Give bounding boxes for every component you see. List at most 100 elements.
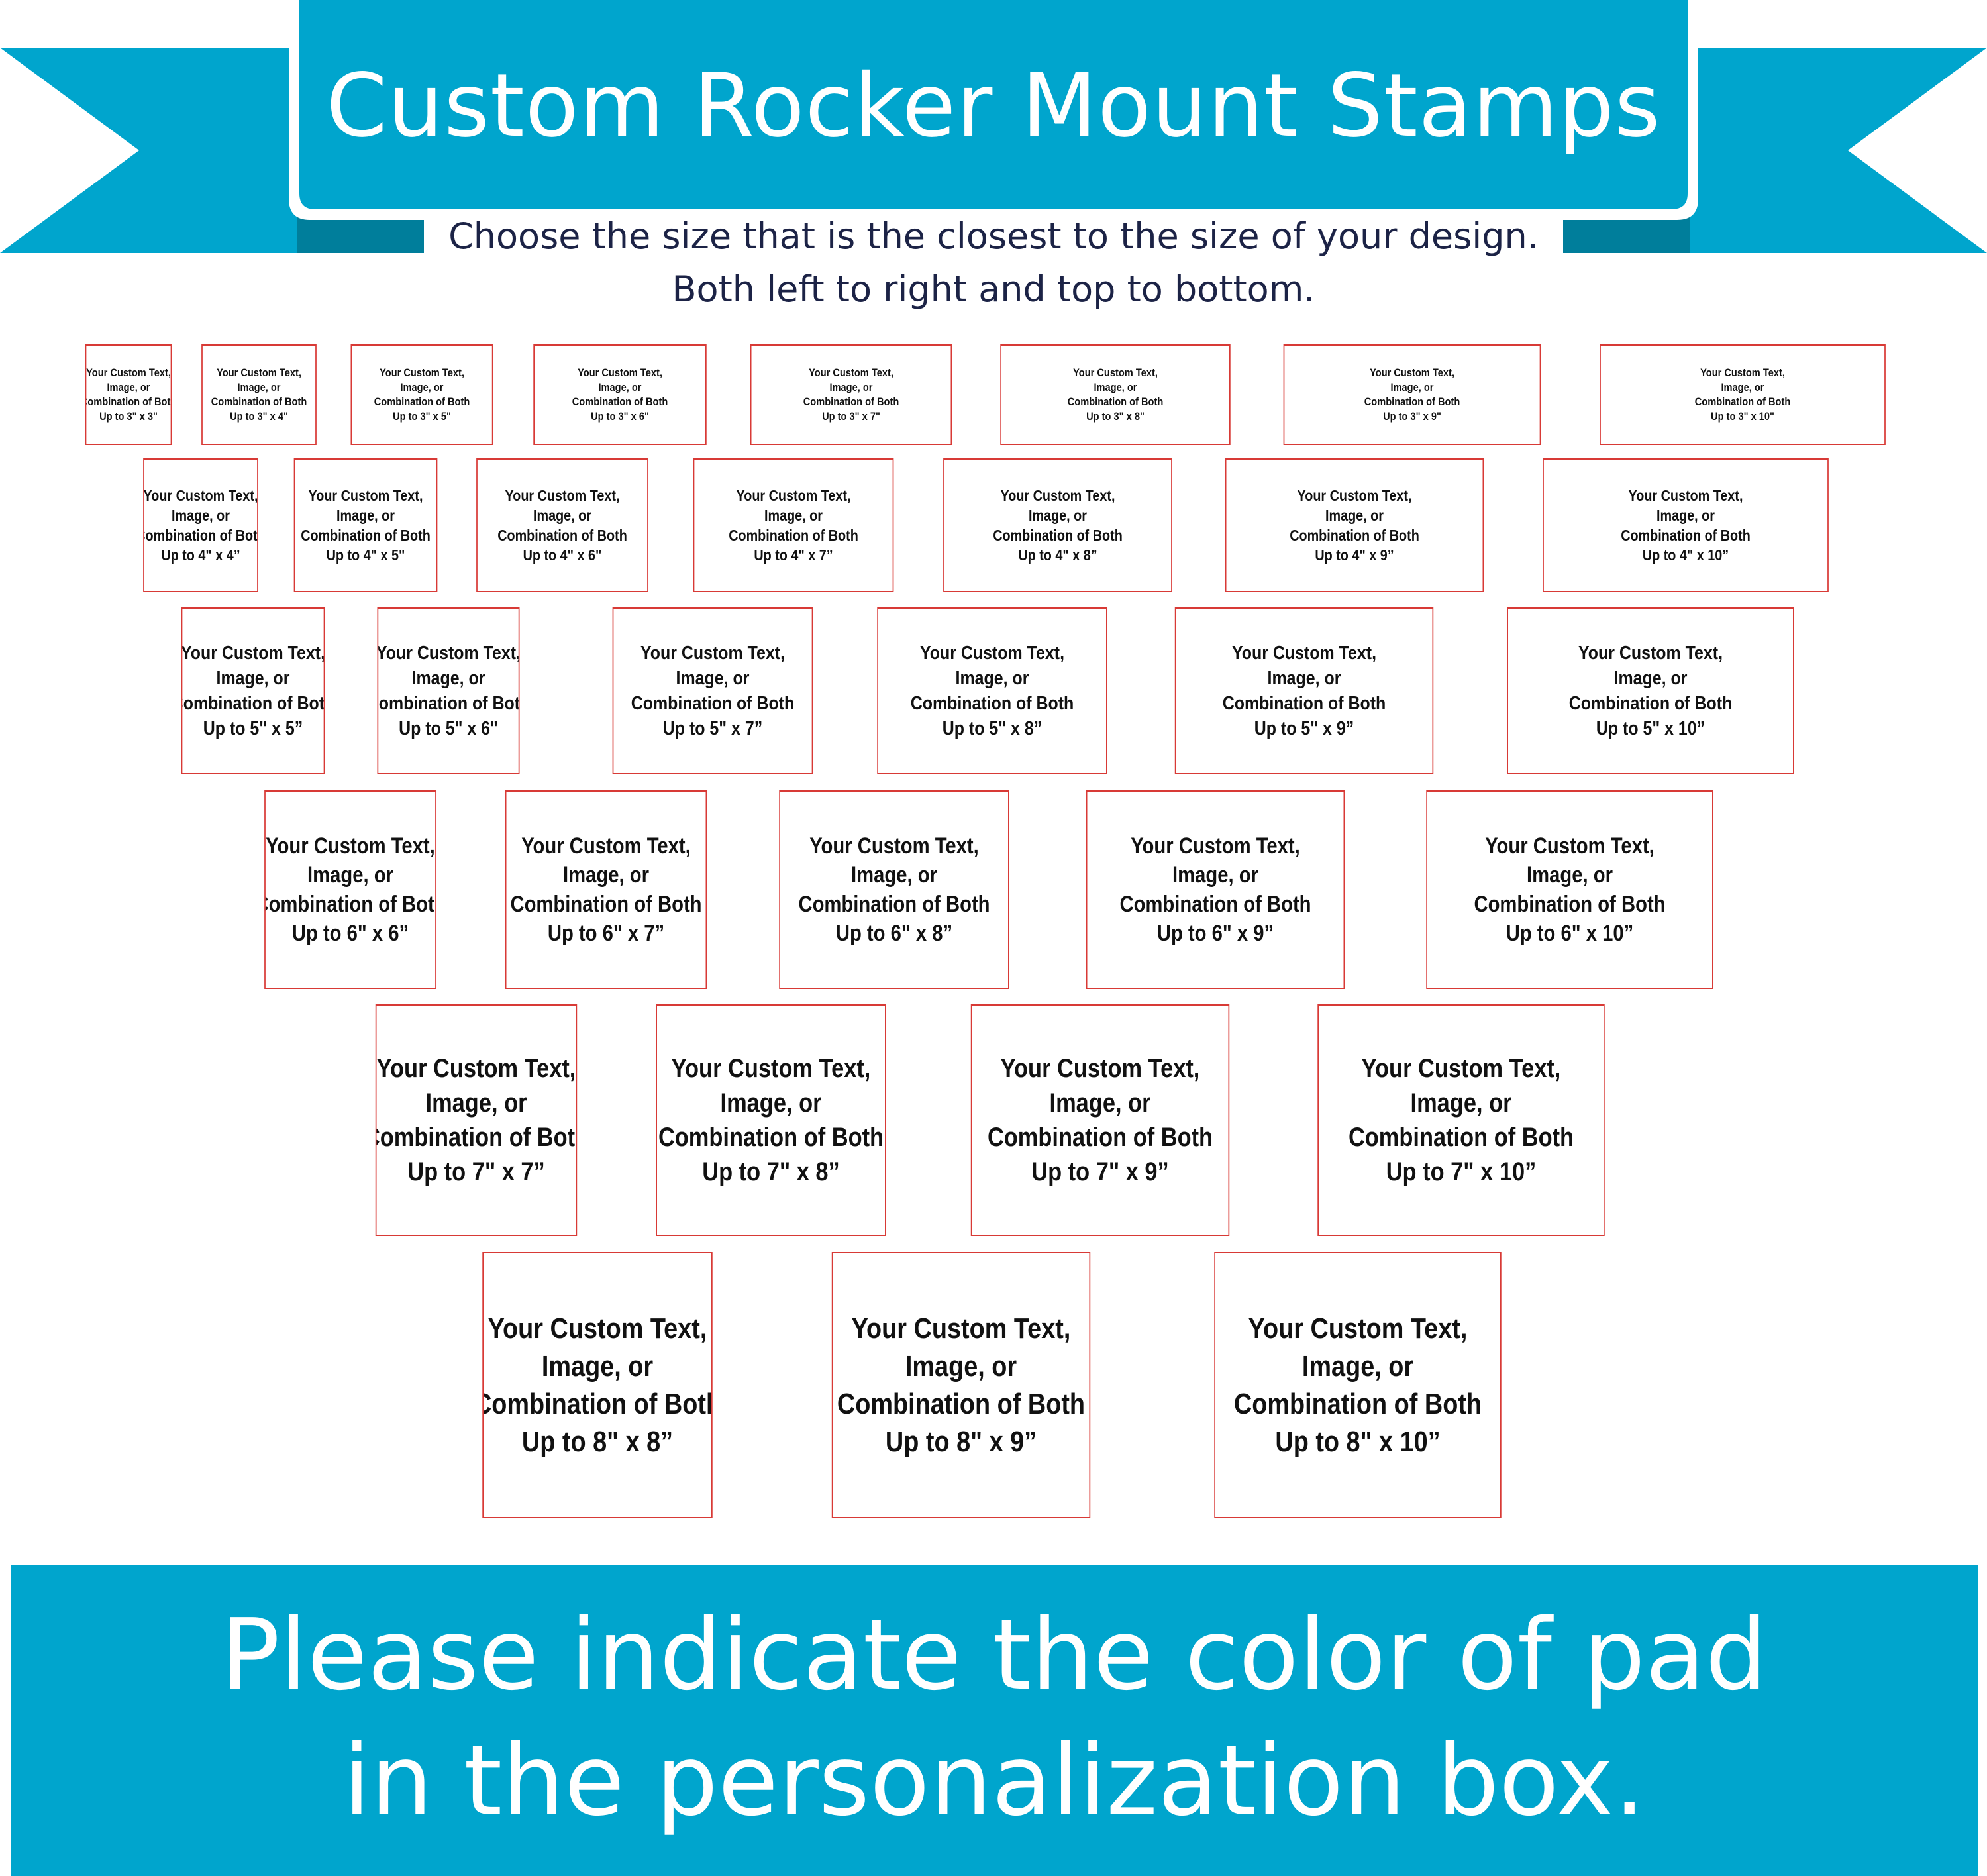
stamp-size-label: Up to 3" x 5" [393, 410, 451, 423]
stamp-text-line-1: Your Custom Text, [809, 366, 893, 379]
stamp-text-line-2: Image, or [1390, 381, 1434, 393]
stamp-text-line-3: Combination of Both [993, 527, 1123, 544]
stamp-size-label: Up to 4" x 7” [754, 547, 833, 564]
stamp-size-label: Up to 8" x 10” [1275, 1426, 1441, 1458]
stamp-text-line-3: Combination of Both [374, 395, 470, 408]
stamp-text-line-3: Combination of Both [798, 892, 990, 917]
stamp-text-line-3: Combination of Both [1290, 527, 1419, 544]
stamp-text-line-2: Image, or [1301, 1350, 1414, 1382]
stamp-text-line-2: Image, or [905, 1350, 1017, 1382]
stamp-text-line-3: Combination of Both [1348, 1123, 1574, 1152]
stamp-text-line-1: Your Custom Text, [86, 366, 171, 379]
stamp-text-line-2: Image, or [1094, 381, 1137, 393]
stamp-size-label: Up to 6" x 9” [1156, 921, 1274, 946]
stamp-text-line-2: Image, or [1721, 381, 1764, 393]
stamp-text-line-2: Image, or [1267, 668, 1341, 689]
stamp-text-line-1: Your Custom Text, [1485, 833, 1655, 859]
stamp-text-line-2: Image, or [1613, 668, 1688, 689]
stamp-text-line-3: Combination of Both [375, 1123, 576, 1152]
stamp-text-line-2: Image, or [1325, 507, 1384, 524]
stamp-text-line-3: Combination of Both [378, 693, 520, 714]
stamp-text-line-2: Image, or [1526, 862, 1613, 888]
stamp-text-line-3: Combination of Both [803, 395, 899, 408]
stamp-text-line-1: Your Custom Text, [143, 487, 258, 504]
stamp-size-label: Up to 7" x 7” [407, 1157, 545, 1186]
stamp-text-line-3: Combination of Both [1568, 693, 1733, 714]
stamp-text-line-3: Combination of Both [658, 1123, 884, 1152]
stamp-size-label: Up to 3" x 4" [230, 410, 288, 423]
stamp-text-line-1: Your Custom Text, [1000, 1054, 1200, 1083]
stamp-text-line-3: Combination of Both [264, 892, 435, 917]
stamp-size-box: Your Custom Text, Image, or Combination of… [264, 790, 436, 989]
stamp-size-label: Up to 3" x 10" [1711, 410, 1774, 423]
stamp-size-label: Up to 6" x 7” [547, 921, 665, 946]
stamp-text-line-1: Your Custom Text, [1131, 833, 1300, 859]
subtitle-line-1: Choose the size that is the closest to t… [448, 215, 1539, 257]
title-ribbon [0, 0, 1987, 265]
stamp-text-line-3: Combination of Both [1067, 395, 1164, 408]
stamp-text-line-2: Image, or [307, 862, 393, 888]
subtitle-backdrop [424, 219, 1563, 265]
stamp-text-line-1: Your Custom Text, [1628, 487, 1743, 504]
stamp-text-line-1: Your Custom Text, [919, 643, 1065, 664]
stamp-text-line-1: Your Custom Text, [1361, 1054, 1561, 1083]
stamp-text-line-2: Image, or [562, 862, 649, 888]
stamp-text-line-3: Combination of Both [1233, 1388, 1482, 1420]
ribbon-right-tail [1682, 48, 1987, 253]
stamp-size-label: Up to 4" x 6" [523, 547, 602, 564]
stamp-text-line-3: Combination of Both [301, 527, 431, 544]
stamp-text-line-2: Image, or [425, 1088, 527, 1118]
stamp-text-line-1: Your Custom Text, [640, 643, 786, 664]
stamp-text-line-1: Your Custom Text, [266, 833, 435, 859]
stamp-text-line-1: Your Custom Text, [578, 366, 662, 379]
stamp-text-line-1: Your Custom Text, [1073, 366, 1158, 379]
stamp-text-line-2: Image, or [676, 668, 750, 689]
stamp-text-line-2: Image, or [720, 1088, 822, 1118]
stamp-text-line-3: Combination of Both [1621, 527, 1751, 544]
stamp-text-line-3: Combination of Both [510, 892, 702, 917]
stamp-text-line-1: Your Custom Text, [308, 487, 423, 504]
stamp-text-line-3: Combination of Both [482, 1388, 713, 1420]
stamp-size-box: Your Custom Text, Image, or Combination of… [1426, 790, 1713, 989]
stamp-text-line-2: Image, or [1172, 862, 1258, 888]
stamp-text-line-2: Image, or [764, 507, 823, 524]
ribbon-left-tail [0, 48, 305, 253]
stamp-size-label: Up to 5" x 10” [1596, 718, 1706, 739]
stamp-size-label: Up to 4" x 9” [1315, 547, 1394, 564]
stamp-text-line-1: Your Custom Text, [380, 366, 464, 379]
stamp-size-label: Up to 3" x 6" [591, 410, 649, 423]
stamp-text-line-2: Image, or [237, 381, 281, 393]
stamp-text-line-3: Combination of Both [1474, 892, 1666, 917]
stamp-size-label: Up to 7" x 8” [702, 1157, 840, 1186]
stamp-text-line-1: Your Custom Text, [809, 833, 979, 859]
stamp-size-label: Up to 5" x 7” [662, 718, 763, 739]
stamp-text-line-3: Combination of Both [143, 527, 258, 544]
stamp-size-label: Up to 6" x 8” [835, 921, 953, 946]
stamp-size-box: Your Custom Text, Image, or Combination of… [1000, 344, 1231, 445]
stamp-text-line-2: Image, or [107, 381, 150, 393]
ribbon-panel [299, 0, 1688, 209]
footer-line-2: in the personalization box. [343, 1724, 1645, 1838]
stamp-size-label: Up to 5" x 6" [399, 718, 498, 739]
stamp-text-line-1: Your Custom Text, [851, 1312, 1071, 1345]
stamp-text-line-3: Combination of Both [729, 527, 858, 544]
